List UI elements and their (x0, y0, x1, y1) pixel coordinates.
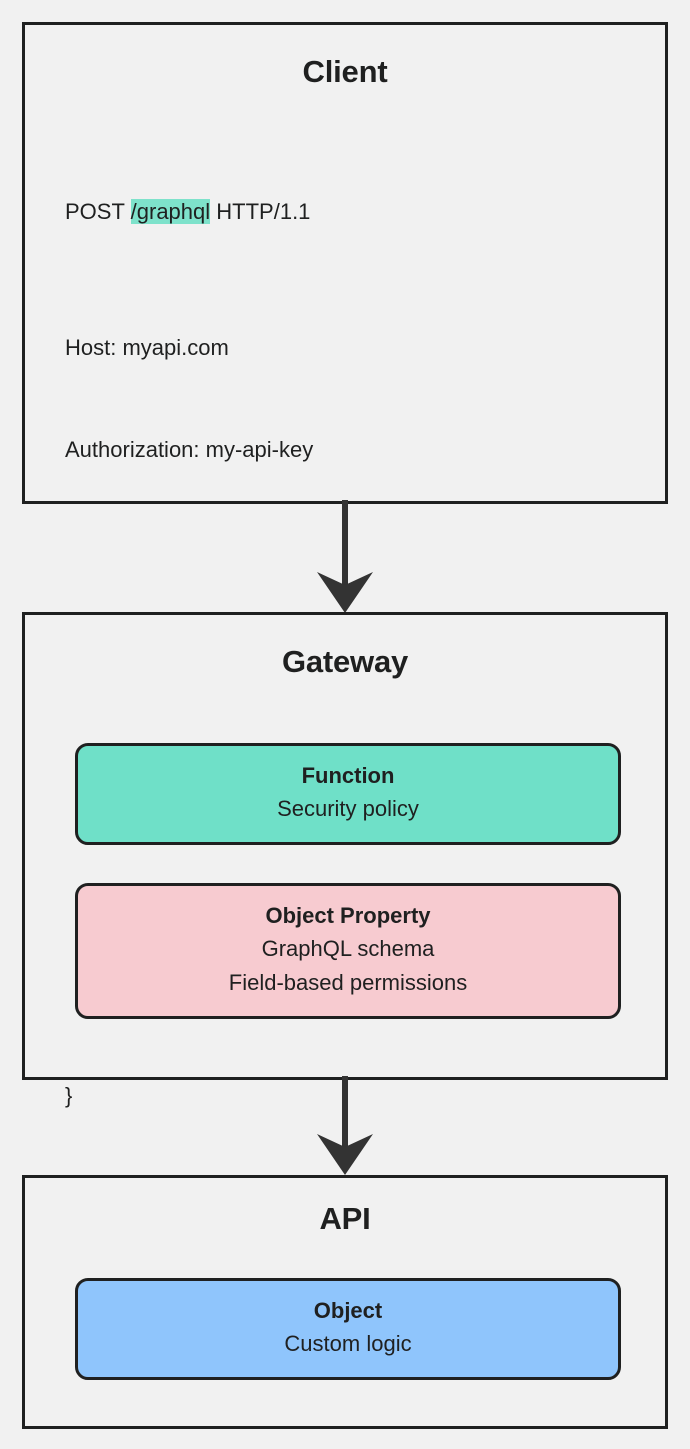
client-title: Client (302, 54, 388, 89)
node-function[interactable]: Function Security policy (75, 743, 621, 845)
node-object[interactable]: Object Custom logic (75, 1278, 621, 1380)
gateway-container: Gateway Function Security policy Object … (22, 612, 668, 1080)
api-title: API (319, 1201, 371, 1236)
api-container: API Object Custom logic (22, 1175, 668, 1429)
request-spacer (65, 569, 665, 603)
node-object-property-title: Object Property (265, 903, 431, 928)
client-container: Client POST /graphql HTTP/1.1 Host: myap… (22, 22, 668, 1108)
header-authorization: Authorization: my-api-key (65, 437, 314, 463)
node-object-property-line-1: GraphQL schema (261, 936, 435, 961)
gateway-title: Gateway (281, 644, 409, 679)
node-function-line-1: Security policy (277, 796, 419, 821)
node-object-property-line-2: Field-based permissions (228, 970, 468, 995)
node-object-title: Object (313, 1298, 383, 1323)
node-function-title: Function (301, 763, 395, 788)
node-object-property[interactable]: Object Property GraphQL schema Field-bas… (75, 883, 621, 1019)
request-protocol: HTTP/1.1 (216, 199, 311, 225)
request-path: /graphql (130, 199, 211, 225)
header-host: Host: myapi.com (65, 335, 229, 361)
node-object-line-1: Custom logic (284, 1331, 412, 1356)
body-close-brace: } (65, 1083, 73, 1109)
request-line: POST /graphql HTTP/1.1 (65, 195, 665, 229)
request-method: POST (65, 199, 125, 225)
